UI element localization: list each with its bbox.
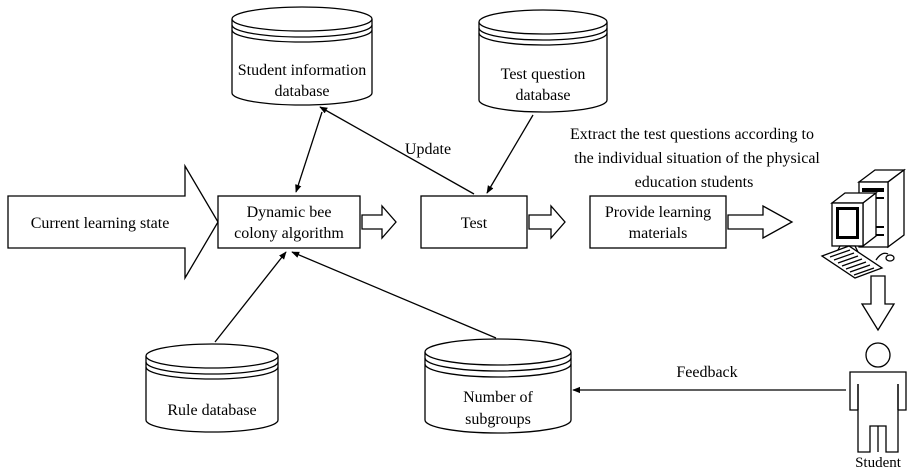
update-label: Update xyxy=(405,141,451,158)
materials-label-1: Provide learning xyxy=(605,204,711,221)
student-db-to-algorithm-arrow xyxy=(295,111,323,193)
computer-to-student-arrow xyxy=(860,275,896,332)
algorithm-label-2: colony algorithm xyxy=(234,225,344,242)
materials-to-computer-arrow xyxy=(727,204,794,240)
algorithm-label-1: Dynamic bee xyxy=(247,204,332,221)
student-label: Student xyxy=(855,455,902,470)
subgroups-db-to-algorithm-arrow xyxy=(291,251,497,339)
rule-database: Rule database xyxy=(145,343,279,433)
materials-label-2: materials xyxy=(629,225,688,242)
feedback-label: Feedback xyxy=(676,364,737,381)
test-question-db-to-test-arrow xyxy=(486,114,534,194)
extract-label-1: Extract the test questions according to xyxy=(570,126,814,143)
current-learning-state-label: Current learning state xyxy=(31,215,170,232)
test-label: Test xyxy=(461,215,488,232)
extract-label-3: education students xyxy=(635,174,754,191)
test-box: Test xyxy=(420,195,528,249)
test-question-database-label-2: database xyxy=(515,87,570,104)
student-information-database-label-2: database xyxy=(274,83,329,100)
test-to-materials-arrow xyxy=(528,204,566,240)
rule-database-label: Rule database xyxy=(167,402,256,419)
extract-label-2: the individual situation of the physical xyxy=(574,150,820,167)
test-question-database: Test question database xyxy=(478,9,608,113)
algorithm-to-test-arrow xyxy=(361,204,397,240)
number-of-subgroups-database: Number of subgroups xyxy=(424,338,572,434)
number-of-subgroups-label-1: Number of xyxy=(463,389,533,406)
dynamic-bee-colony-algorithm: Dynamic bee colony algorithm xyxy=(217,195,361,249)
student-information-database-label-1: Student information xyxy=(238,62,366,79)
test-to-student-db-update-arrow xyxy=(319,106,475,195)
provide-learning-materials: Provide learning materials xyxy=(589,195,727,249)
student-information-database: Student information database xyxy=(231,6,373,106)
current-learning-state: Current learning state xyxy=(7,163,219,281)
computer-icon xyxy=(820,168,906,279)
person-icon xyxy=(849,342,907,453)
number-of-subgroups-label-2: subgroups xyxy=(465,411,531,428)
rule-db-to-algorithm-arrow xyxy=(214,251,287,343)
test-question-database-label-1: Test question xyxy=(501,66,586,83)
